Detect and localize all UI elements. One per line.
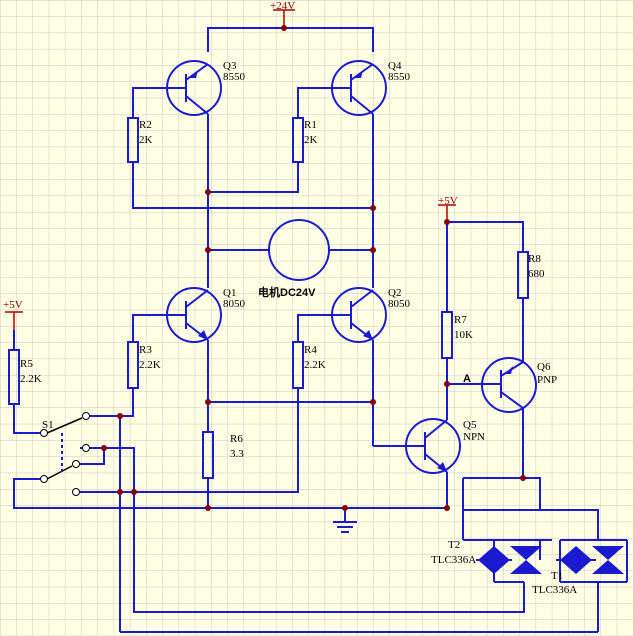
q2-id: Q2 [388,287,401,299]
q6-model: PNP [537,374,557,386]
transistor-q5: Q5 NPN [405,418,485,474]
resistor-r4: R4 2.2K [292,341,326,389]
r1-value: 2K [304,134,318,146]
resistor-r5: R5 2.2K [8,349,42,405]
r4-id: R4 [304,344,317,356]
r2-value: 2K [139,134,153,146]
transistor-q1: Q1 8050 [166,287,246,343]
q3-id: Q3 [223,60,237,72]
q5-model: NPN [463,431,485,443]
s1-label: S1 [42,419,54,431]
ground-symbol [333,521,357,533]
switch-s1: S1 [40,412,90,496]
t1-model: TLC336A [532,584,577,596]
power-5v-left-label: +5V [3,299,23,311]
transistor-q6: Q6 PNP [481,357,557,413]
r5-id: R5 [20,358,33,370]
node-a-label: A [463,373,471,385]
junctions [101,25,526,511]
r2-id: R2 [139,119,152,131]
power-5v-right: +5V [438,195,458,222]
r6-id: R6 [230,433,243,445]
t1-id: T1 [551,570,563,582]
transistor-q2: Q2 8050 [331,287,411,343]
resistor-r3: R3 2.2K [127,341,161,389]
transistor-q4: Q4 8550 [331,60,411,116]
wires [13,27,628,633]
t2-model: TLC336A [431,554,476,566]
transistor-q3: Q3 8550 [166,60,246,116]
q5-id: Q5 [463,419,477,431]
motor-label: 电机DC24V [258,285,316,299]
resistor-r7: R7 10K [441,311,473,359]
power-5v-left: +5V [3,299,23,330]
r7-id: R7 [454,314,467,326]
q1-id: Q1 [223,287,236,299]
resistor-r6: R6 3.3 [202,431,244,479]
r1-id: R1 [304,119,317,131]
q2-model: 8050 [388,298,411,310]
r5-value: 2.2K [20,373,42,385]
r7-value: 10K [454,329,473,341]
r8-id: R8 [528,253,541,265]
resistor-r2: R2 2K [127,117,153,163]
power-24v-label: +24V [270,0,295,12]
q1-model: 8050 [223,298,246,310]
power-5v-right-label: +5V [438,195,458,207]
q4-model: 8550 [388,71,411,83]
r3-value: 2.2K [139,359,161,371]
t2-id: T2 [448,539,460,551]
motor: 电机DC24V [258,219,330,299]
q6-id: Q6 [537,361,551,373]
q4-id: Q4 [388,60,402,72]
r4-value: 2.2K [304,359,326,371]
r8-value: 680 [528,268,545,280]
r3-id: R3 [139,344,152,356]
q3-model: 8550 [223,71,246,83]
r6-value: 3.3 [230,448,244,460]
resistor-r8: R8 680 [517,251,545,299]
triac-t1: T1 TLC336A [532,540,624,596]
resistor-r1: R1 2K [292,117,318,163]
triac-t2: T2 TLC336A [431,539,542,582]
